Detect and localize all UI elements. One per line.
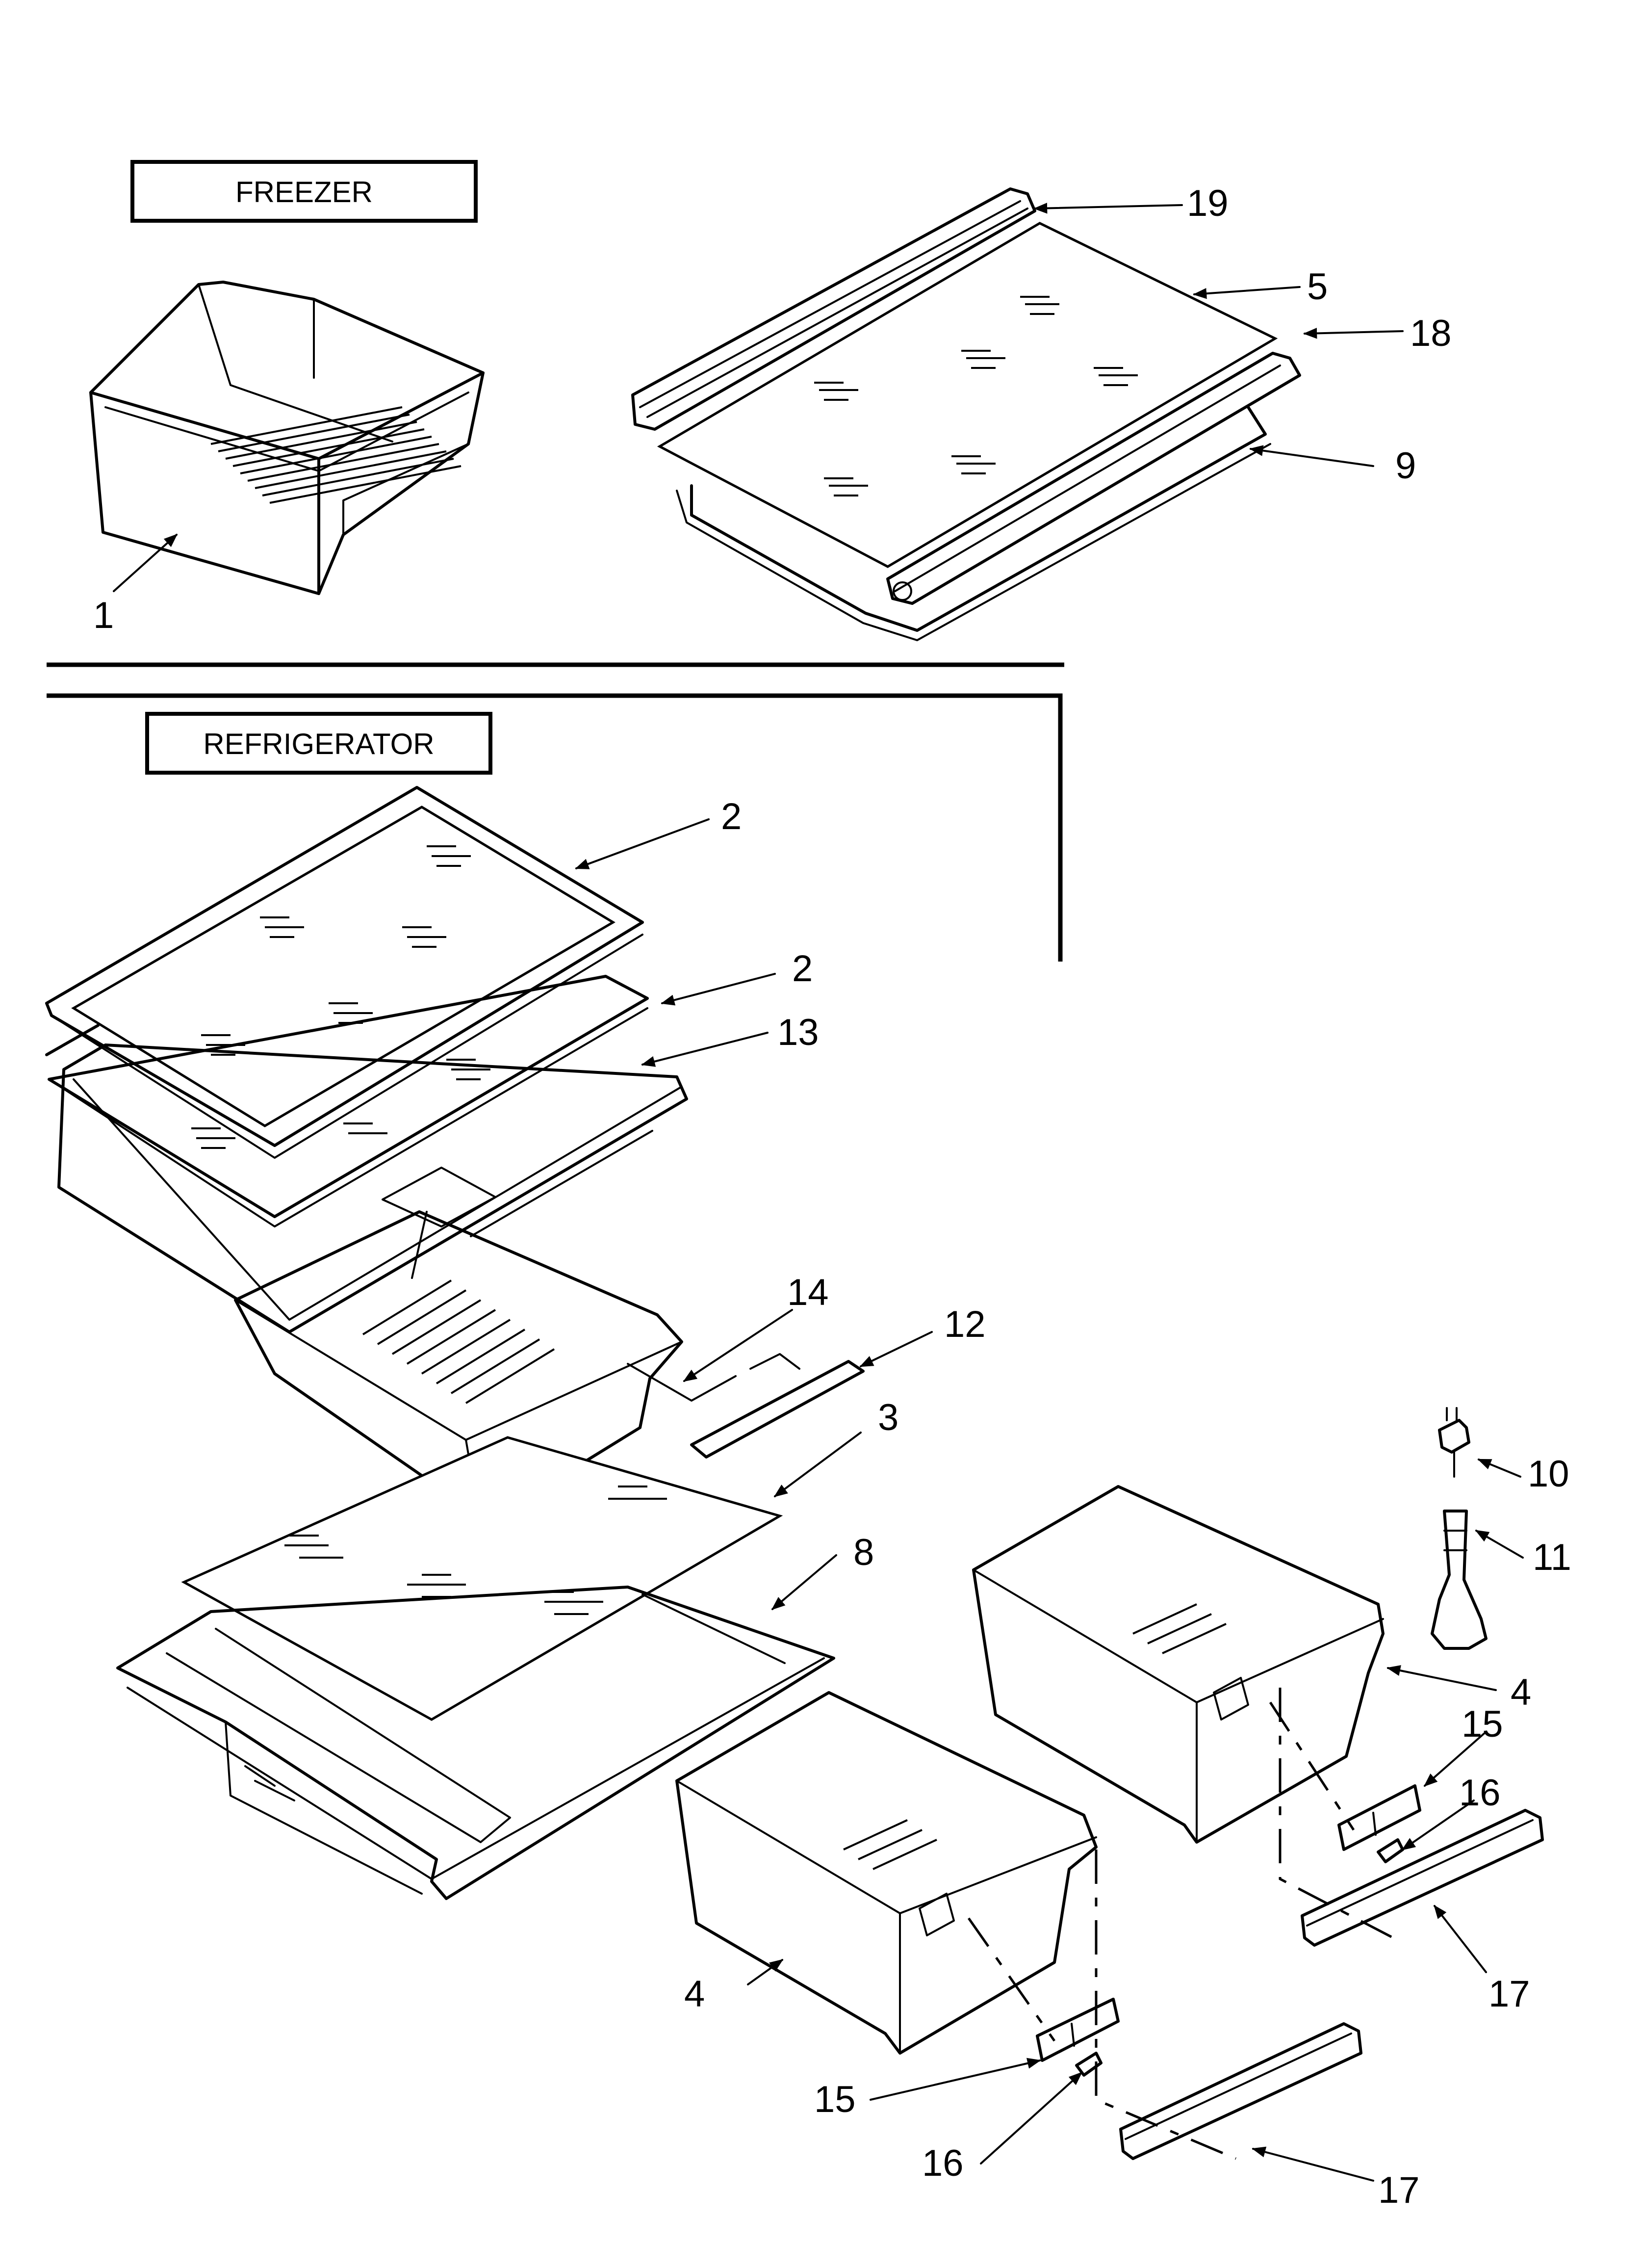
callout-numbers: 1 19 5 18 9 2 2 13 14 12 3 8 10 11 4 15 …: [93, 182, 1571, 2211]
crisper-drawer-right: [972, 1485, 1385, 1844]
callout-4-left-drawer: 4: [684, 1973, 705, 2015]
drawer-grate: [362, 1279, 555, 1404]
freezer-section-label: FREEZER: [130, 160, 478, 223]
callout-14: 14: [787, 1272, 829, 1313]
callout-5: 5: [1307, 266, 1328, 308]
refrigerator-shelf-top: [45, 786, 644, 1159]
callout-9: 9: [1395, 445, 1416, 487]
crisper-cover-glass: [181, 1436, 783, 1721]
callout-8: 8: [853, 1532, 874, 1573]
crisper-frame-base: [116, 1586, 835, 1900]
drawer-trim-left: [1119, 2022, 1362, 2160]
freezer-glass-shelf: [657, 222, 1278, 568]
water-filter-housing: [1431, 1510, 1488, 1650]
crisper-drawer-left: [675, 1691, 1098, 2055]
water-filter-connector: [1438, 1407, 1470, 1478]
callout-12: 12: [944, 1303, 986, 1345]
callout-2-top-shelf: 2: [721, 796, 742, 837]
drawer-grate: [843, 1819, 937, 1870]
crisper-wire: [627, 1353, 800, 1402]
refrigerator-section-border: [47, 693, 1063, 962]
callout-13: 13: [777, 1012, 819, 1053]
callout-11: 11: [1533, 1537, 1571, 1578]
crisper-shelf-frame: [57, 1043, 688, 1333]
refrigerator-label-text: REFRIGERATOR: [203, 728, 434, 760]
callout-15-right: 15: [1462, 1703, 1503, 1745]
drawer-label-holder-left: [1036, 1998, 1120, 2062]
callout-3: 3: [878, 1397, 898, 1438]
callout-17-left: 17: [1378, 2169, 1420, 2211]
callout-arrows: [113, 203, 1524, 2182]
refrigerator-section-label: REFRIGERATOR: [145, 712, 492, 775]
glass-hatch-marks: [814, 296, 1138, 496]
callout-16-left: 16: [922, 2142, 964, 2184]
crisper-cover-strip: [690, 1360, 865, 1459]
callout-1: 1: [93, 595, 114, 636]
drawer-latch-right: [1377, 1838, 1404, 1863]
freezer-label-text: FREEZER: [235, 176, 373, 209]
callout-15-left: 15: [814, 2079, 856, 2120]
basket-grate: [210, 406, 462, 504]
callout-16-right: 16: [1459, 1772, 1501, 1814]
callout-10: 10: [1528, 1453, 1569, 1495]
callout-19: 19: [1187, 182, 1229, 224]
drawer-label-holder-right: [1337, 1784, 1421, 1851]
freezer-basket: [89, 281, 485, 595]
glass-hatch-marks: [191, 1059, 490, 1149]
drawer-grate: [1132, 1603, 1227, 1654]
callout-17-right: 17: [1488, 1973, 1530, 2015]
refrigerator-shelf-second: [45, 975, 649, 1227]
callout-4-right-drawer: 4: [1511, 1671, 1531, 1713]
drawer-label-window: [1213, 1677, 1249, 1721]
drawer-trim-right: [1301, 1809, 1544, 1947]
callout-18: 18: [1410, 313, 1452, 354]
callout-2-second-shelf: 2: [792, 948, 813, 990]
assembly-lines: [967, 1688, 1404, 2160]
shelf-front-trim: [886, 352, 1301, 605]
shelf-support-frame: [676, 406, 1271, 641]
drawer-label-window: [919, 1893, 955, 1936]
